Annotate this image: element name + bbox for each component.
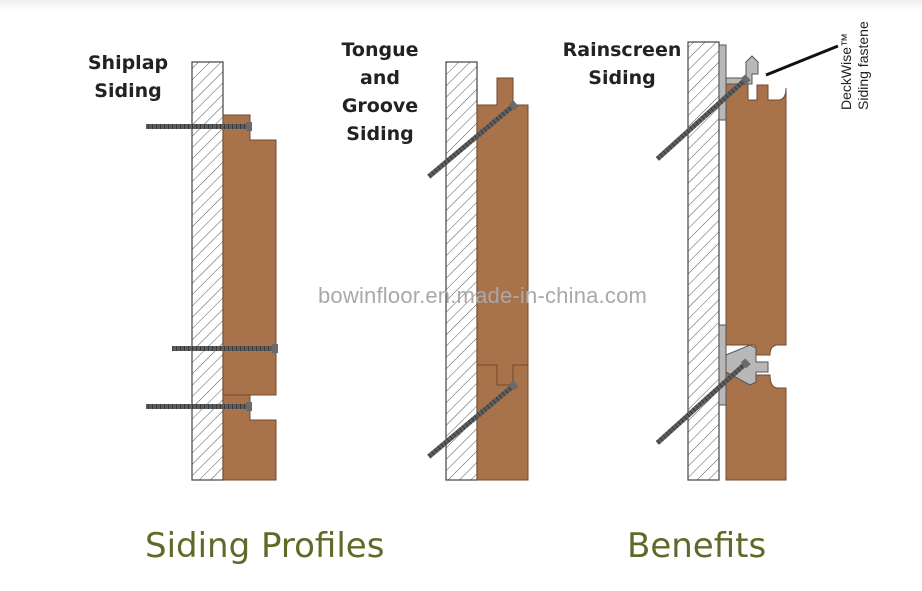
shiplap-screw-middle (172, 344, 278, 353)
deckwise-callout-leader (765, 44, 839, 77)
tongue-groove-board-lower (476, 364, 529, 481)
shiplap-label: Shiplap Siding (80, 49, 176, 105)
rainscreen-label: Rainscreen Siding (555, 36, 689, 92)
rainscreen-board-lower (725, 364, 787, 481)
shiplap-wall-stud (191, 61, 224, 481)
shiplap-screw-bottom (146, 402, 252, 411)
shiplap-label-line1: Shiplap (87, 52, 169, 74)
top-divider (0, 0, 922, 10)
tongue-groove-label-line1: Tongue (341, 39, 419, 61)
rainscreen-profile (655, 41, 839, 481)
tongue-groove-board-upper (476, 77, 529, 386)
rainscreen-screw-bottom (655, 358, 751, 445)
shiplap-label-line2: Siding (94, 80, 162, 102)
shiplap-board-upper (222, 114, 277, 421)
tongue-groove-screw-top (427, 100, 519, 179)
tongue-groove-screw-bottom (427, 380, 519, 459)
caption-siding-profiles: Siding Profiles (145, 526, 385, 566)
tongue-groove-label-line2: and (360, 67, 400, 89)
tongue-groove-label-line3: Groove (341, 95, 419, 117)
shiplap-screw-top (146, 122, 252, 131)
rainscreen-board-upper (725, 79, 787, 356)
rainscreen-label-line1: Rainscreen (562, 39, 682, 61)
deckwise-callout-line1: DeckWise™ (838, 32, 854, 110)
deckwise-callout-text: DeckWise™ Siding fastene (838, 21, 872, 110)
tongue-groove-label-line4: Siding (346, 123, 414, 145)
shiplap-board-lower (222, 394, 277, 481)
tongue-groove-profile (427, 61, 529, 481)
rainscreen-screw-top (655, 74, 751, 161)
caption-benefits: Benefits (627, 526, 767, 566)
rainscreen-label-line2: Siding (588, 67, 656, 89)
deckwise-callout-line2: Siding fastene (855, 21, 871, 110)
watermark: bowinfloor.en.made-in-china.com (318, 283, 648, 308)
tongue-groove-label: Tongue and Groove Siding (330, 36, 430, 148)
shiplap-profile (146, 61, 278, 481)
tongue-groove-wall-stud (445, 61, 478, 481)
